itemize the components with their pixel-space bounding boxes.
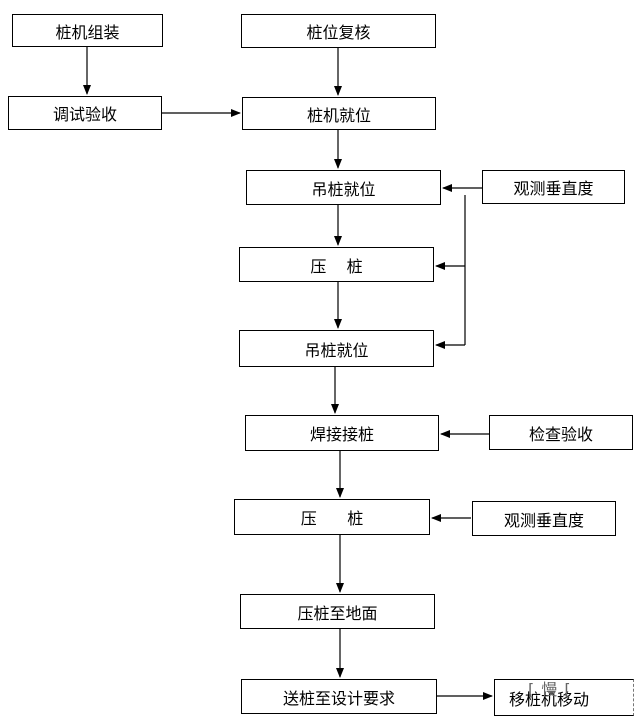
watermark-text: [ 慢 [: [528, 680, 572, 699]
box-pile-position-recheck: 桩位复核: [241, 14, 436, 48]
box-weld-joint-pile: 焊接接桩: [245, 415, 439, 451]
box-press-pile-2: 压 桩: [234, 499, 430, 535]
box-move-pile-machine: 移桩机移动: [494, 679, 634, 716]
box-debug-acceptance: 调试验收: [8, 96, 162, 130]
box-observe-verticality-2: 观测垂直度: [472, 501, 616, 536]
box-press-pile-1: 压 桩: [239, 247, 434, 282]
box-lift-pile-in-place-2: 吊桩就位: [239, 330, 434, 367]
box-observe-verticality-1: 观测垂直度: [482, 170, 625, 204]
box-pile-machine-assembly: 桩机组装: [12, 14, 163, 47]
box-lift-pile-in-place-1: 吊桩就位: [246, 170, 441, 205]
box-inspection-acceptance: 检查验收: [489, 415, 633, 450]
box-press-to-ground: 压桩至地面: [240, 594, 435, 629]
box-pile-machine-in-place: 桩机就位: [242, 97, 436, 130]
box-deliver-to-design: 送桩至设计要求: [241, 679, 437, 714]
